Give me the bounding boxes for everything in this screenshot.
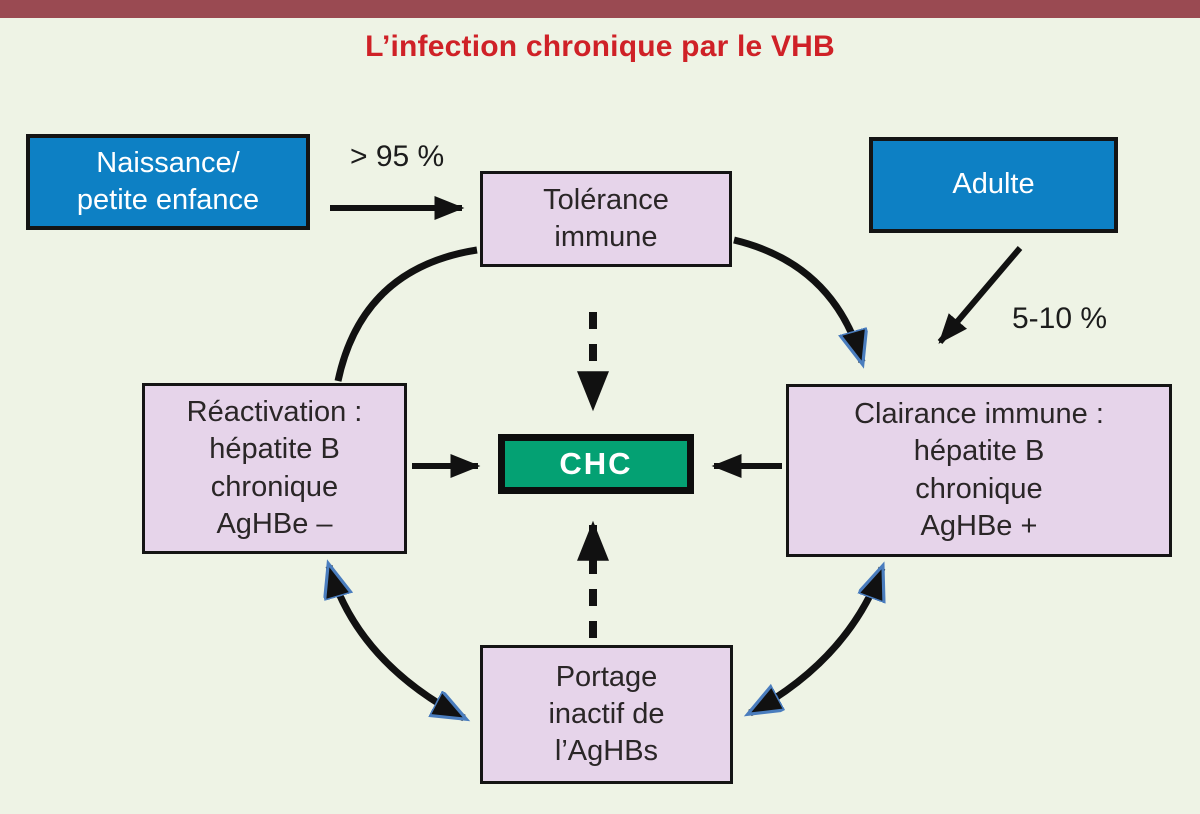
node-chc: CHC [498, 434, 694, 494]
node-clairance-immune: Clairance immune : hépatite B chronique … [786, 384, 1172, 557]
node-chc-label: CHC [559, 446, 633, 482]
arc-tolerance-to-clairance [733, 236, 862, 362]
node-tolerance-label: Tolérance immune [543, 183, 669, 253]
node-portage-label: Portage inactif de l’AgHBs [548, 660, 665, 768]
arc-reactivation-portage-bidirectional [329, 566, 464, 718]
arc-reactivation-to-tolerance [334, 246, 478, 382]
node-adulte-label: Adulte [952, 168, 1035, 201]
node-tolerance-immune: Tolérance immune [480, 171, 732, 267]
edge-label-gt-95-percent: > 95 % [350, 140, 445, 173]
node-naissance-petite-enfance: Naissance/ petite enfance [26, 134, 310, 230]
node-reactivation-label: Réactivation : hépatite B chronique AgHB… [186, 396, 363, 540]
top-accent-bar [0, 0, 1200, 18]
node-clairance-label: Clairance immune : hépatite B chronique … [854, 398, 1104, 542]
arc-clairance-portage-bidirectional [750, 568, 882, 713]
node-naissance-label: Naissance/ petite enfance [76, 146, 260, 216]
node-portage-inactif: Portage inactif de l’AgHBs [480, 645, 733, 784]
node-adulte: Adulte [869, 137, 1118, 233]
diagram-title: L’infection chronique par le VHB [365, 30, 835, 63]
arrow-adulte-to-clairance [937, 246, 1023, 344]
edge-label-5-10-percent: 5-10 % [1012, 302, 1108, 335]
node-reactivation-hepatite-b: Réactivation : hépatite B chronique AgHB… [142, 383, 407, 554]
